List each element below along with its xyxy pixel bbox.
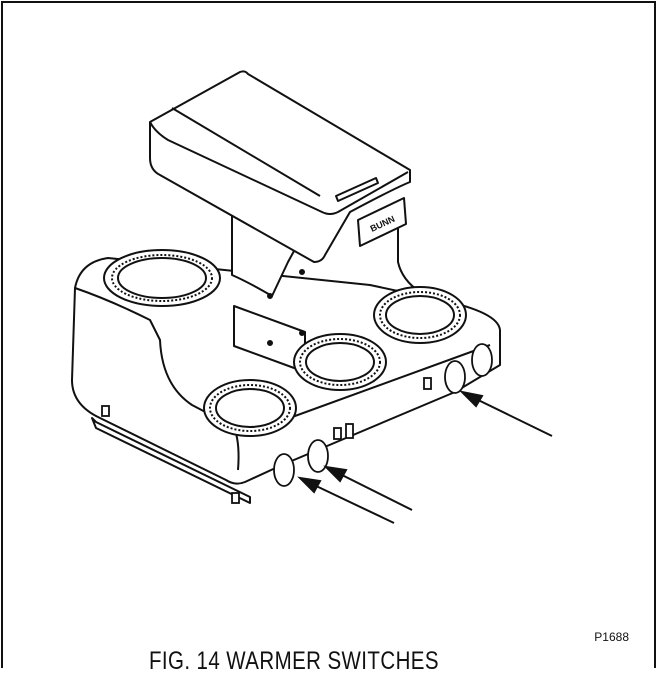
warmer-plate-front-left: [203, 379, 297, 437]
arrow-middle-head: [323, 465, 348, 483]
warmer-plate-front-center: [293, 333, 387, 391]
warmer-switch-1: [333, 427, 342, 440]
base-plate: [91, 417, 251, 504]
warmer-knob-4: [471, 343, 493, 377]
arrow-right-head: [458, 390, 484, 408]
warmer-plate-rear-left: [103, 249, 221, 307]
hood-top-edge: [149, 121, 409, 215]
figure-reference-code: P1688: [594, 630, 629, 644]
brewer-rear-column: [397, 225, 421, 293]
warmer-knob-2: [307, 439, 329, 473]
warmer-plate-front-right: [373, 286, 467, 344]
figure-caption: FIG. 14 WARMER SWITCHES: [132, 646, 456, 676]
warmer-knob-3: [444, 360, 466, 394]
hood-slot: [335, 177, 379, 202]
arrow-left-head: [297, 476, 322, 494]
brewer-hood: [149, 70, 411, 263]
brand-badge: [357, 197, 407, 247]
warmer-knob-1: [273, 453, 295, 487]
warmer-switch-3: [423, 377, 432, 390]
warmer-switch-2: [345, 423, 354, 439]
